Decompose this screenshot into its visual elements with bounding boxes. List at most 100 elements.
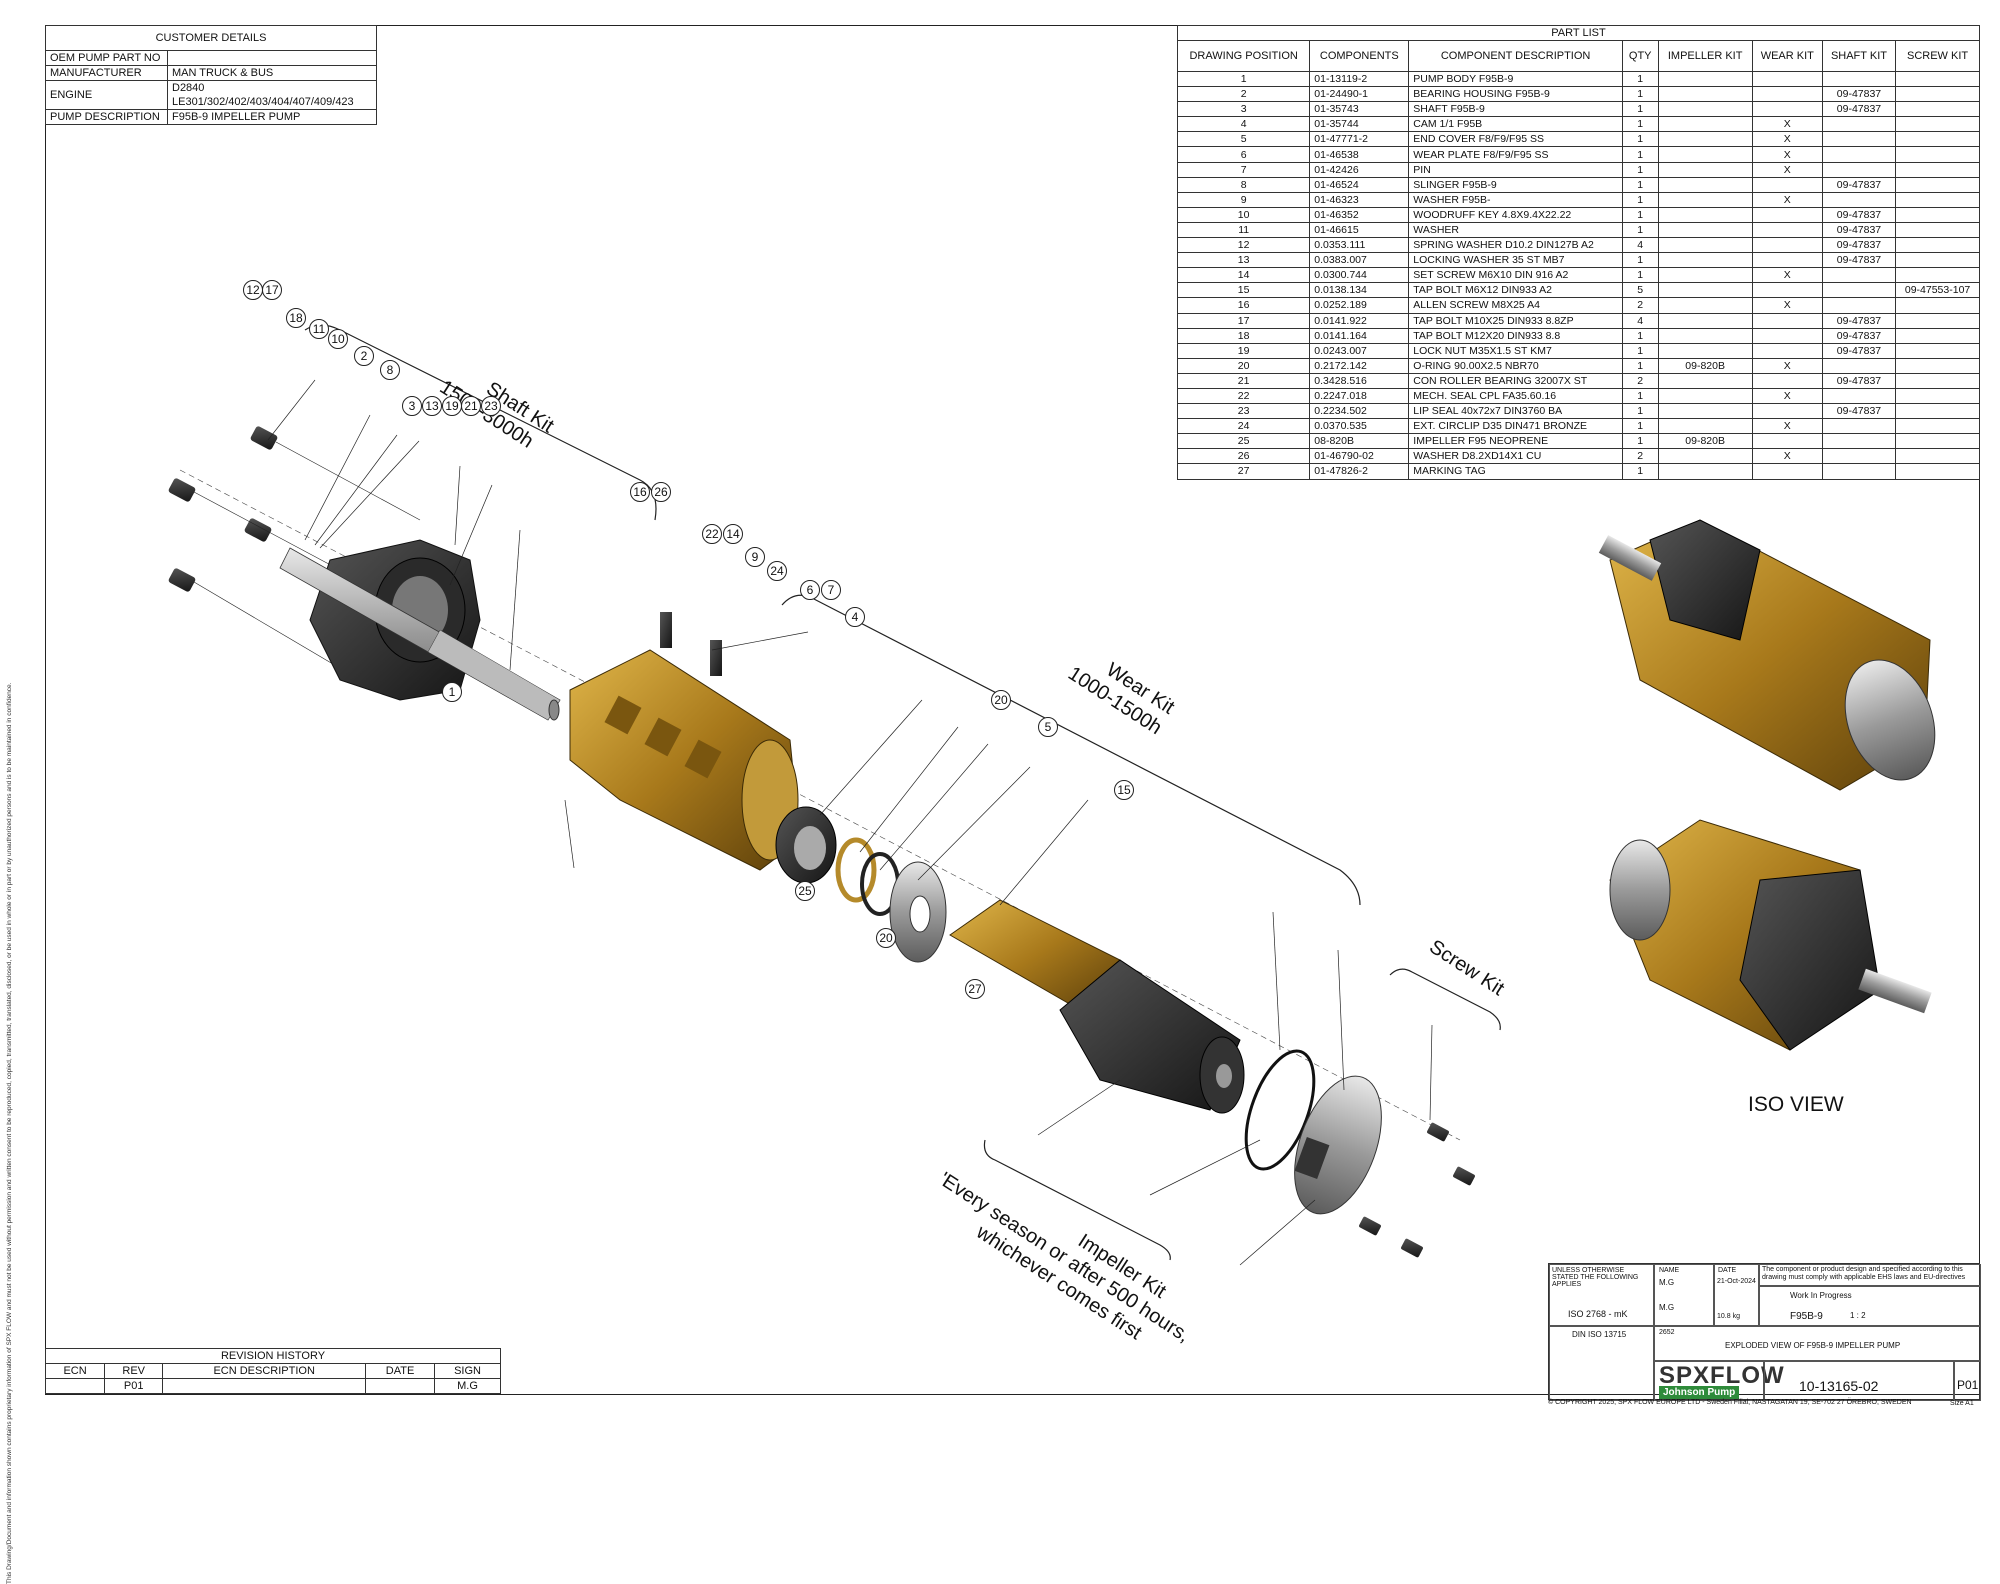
balloon-circle (745, 547, 765, 567)
balloon-number: 3 (409, 399, 416, 413)
tb-date-h: DATE (1718, 1267, 1737, 1274)
part-cell: 0.0138.134 (1309, 282, 1410, 299)
part-cell: 27 (1176, 463, 1311, 480)
tb-compliance: The component or product design and spec… (1759, 1264, 1981, 1286)
part-cell: WASHER F95B- (1408, 191, 1623, 208)
spxflow-logo: SPXFLOW (1659, 1362, 1785, 1389)
title-block: UNLESS OTHERWISE STATED THE FOLLOWING AP… (1548, 1263, 1981, 1401)
allen-screw-2 (710, 640, 722, 676)
balloon-circle (991, 690, 1011, 710)
balloon-circle (965, 979, 985, 999)
customer-details-table: CUSTOMER DETAILS OEM PUMP PART NO MANUFA… (45, 25, 377, 125)
part-cell: 09-47837 (1821, 237, 1897, 254)
balloon-circle (630, 482, 650, 502)
balloon-circle (795, 881, 815, 901)
balloon-number: 13 (425, 399, 439, 413)
rev-header: ECN DESCRIPTION (162, 1363, 367, 1379)
balloon-number: 9 (752, 550, 759, 564)
mechanical-seal (775, 806, 837, 884)
balloon-6: 6 (800, 580, 820, 600)
part-cell: BEARING HOUSING F95B-9 (1408, 86, 1623, 103)
tb-drawing-no-text: 10-13165-02 (1799, 1378, 1879, 1394)
part-cell: 0.0300.744 (1309, 267, 1410, 284)
balloon-number: 10 (331, 332, 345, 346)
revision-title: REVISION HISTORY (45, 1348, 501, 1364)
balloon-24: 24 (767, 561, 787, 581)
part-cell: 0.3428.516 (1309, 372, 1410, 389)
iso-view-bottom (1609, 819, 1932, 1051)
balloon-number: 4 (852, 610, 859, 624)
balloon-5: 5 (1038, 717, 1058, 737)
balloon-circle (702, 524, 722, 544)
balloon-number: 18 (289, 311, 303, 325)
rev-cell: M.G (434, 1378, 501, 1394)
balloon-number: 6 (807, 583, 814, 597)
end-cover-bolt-1 (1427, 1122, 1449, 1142)
cust-label: PUMP DESCRIPTION (45, 109, 168, 125)
part-cell: 01-24490-1 (1309, 86, 1410, 103)
bolt-left-4 (250, 426, 278, 450)
leader-lines (267, 379, 1433, 1266)
part-cell: 01-46790-02 (1309, 448, 1410, 465)
balloon-number: 17 (265, 283, 279, 297)
part-list-header: COMPONENTS (1309, 40, 1410, 72)
rev-header: REV (104, 1363, 164, 1379)
part-cell (1821, 463, 1897, 480)
balloon-number: 23 (484, 399, 498, 413)
part-cell: 01-47826-2 (1309, 463, 1410, 480)
balloon-23: 23 (481, 396, 501, 416)
end-cover-bolt-4 (1401, 1238, 1423, 1258)
iso-view-top (1598, 519, 1936, 791)
tb-din-text: DIN ISO 13715 (1572, 1330, 1627, 1339)
balloon-16: 16 (630, 482, 650, 502)
part-cell: PIN (1408, 161, 1623, 178)
balloon-number: 12 (246, 283, 260, 297)
exploded-view-drawing: Shaft Kit 1500-3000h Wear Kit 1000-1500h… (168, 280, 1936, 1347)
balloon-circle (876, 928, 896, 948)
tb-status-block: Work In Progress F95B-9 1 : 2 (1759, 1286, 1981, 1326)
balloon-12: 12 (243, 280, 263, 300)
balloon-15: 15 (1114, 780, 1134, 800)
balloon-number: 19 (445, 399, 459, 413)
screw-kit-label: Screw Kit (1425, 936, 1508, 1001)
balloon-number: 5 (1045, 720, 1052, 734)
tb-model: F95B-9 (1790, 1311, 1823, 1322)
part-cell: 09-47837 (1821, 86, 1897, 103)
confidentiality-note: This Drawing/Document and information sh… (6, 682, 13, 1584)
tb-weight: 10.8 kg (1717, 1313, 1740, 1320)
rev-cell: P01 (104, 1378, 164, 1394)
balloon-1: 1 (442, 682, 462, 702)
sheet-size: Size A1 (1950, 1400, 1974, 1407)
balloon-number: 21 (464, 399, 478, 413)
part-cell: MECH. SEAL CPL FA35.60.16 (1408, 387, 1623, 405)
allen-screw-1 (660, 612, 672, 648)
part-cell: LOCKING WASHER 35 ST MB7 (1408, 252, 1623, 269)
part-cell: 01-42426 (1309, 161, 1410, 178)
balloon-circle (262, 280, 282, 300)
balloon-circle (651, 482, 671, 502)
balloon-21: 21 (461, 396, 481, 416)
tb-drawing-no: 10-13165-02 (1764, 1361, 1954, 1401)
end-cover-bolt-3 (1359, 1216, 1381, 1236)
tb-name-h: NAME (1659, 1267, 1680, 1274)
revision-history-table: REVISION HISTORY ECN REV ECN DESCRIPTION… (44, 1348, 501, 1394)
tb-compliance-text: The component or product design and spec… (1762, 1266, 1966, 1281)
screw-kit-bracket (1389, 968, 1501, 1031)
part-cell: 09-47837 (1821, 403, 1897, 420)
o-ring (1244, 1049, 1316, 1171)
balloon-3: 3 (402, 396, 422, 416)
johnson-pump-logo: Johnson Pump (1659, 1386, 1740, 1399)
tb-rev-text: P01 (1957, 1378, 1979, 1392)
balloon-circle (723, 524, 743, 544)
tb-unless: UNLESS OTHERWISE STATED THE FOLLOWING AP… (1552, 1267, 1639, 1288)
